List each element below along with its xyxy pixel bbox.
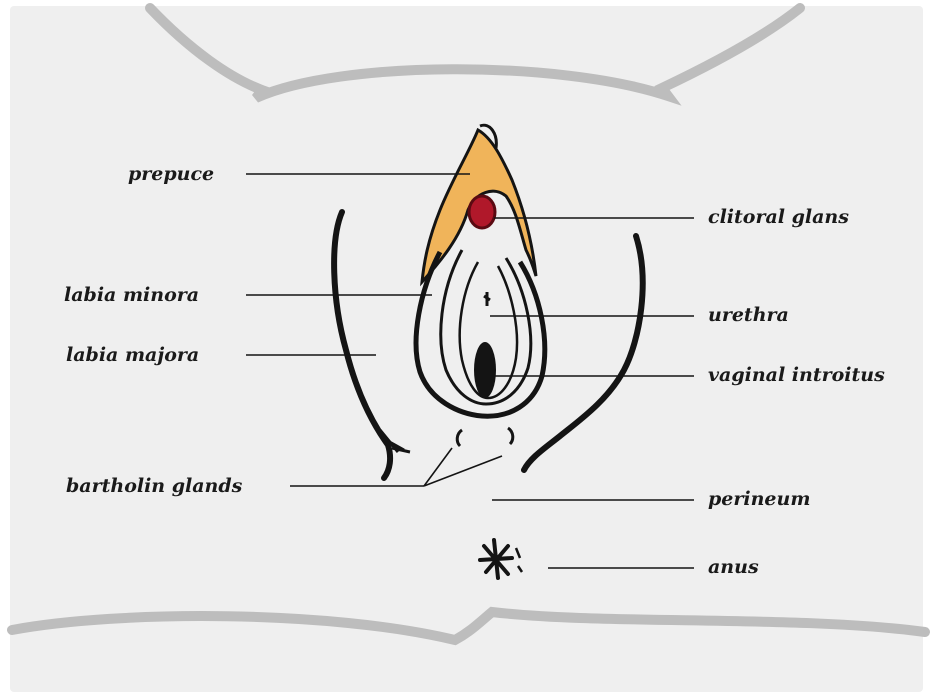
label-bartholin-glands: bartholin glands: [66, 475, 243, 497]
vaginal-introitus-shape: [474, 342, 496, 398]
anus-shape: [480, 540, 512, 578]
label-labia-majora: labia majora: [66, 344, 199, 366]
label-prepuce: prepuce: [128, 163, 214, 185]
label-perineum: perineum: [708, 488, 810, 510]
label-vaginal-introitus: vaginal introitus: [708, 364, 885, 386]
clitoral-glans-shape: [469, 196, 495, 228]
label-clitoral-glans: clitoral glans: [708, 206, 849, 228]
label-urethra: urethra: [708, 304, 789, 326]
label-labia-minora: labia minora: [64, 284, 199, 306]
label-anus: anus: [708, 556, 759, 578]
